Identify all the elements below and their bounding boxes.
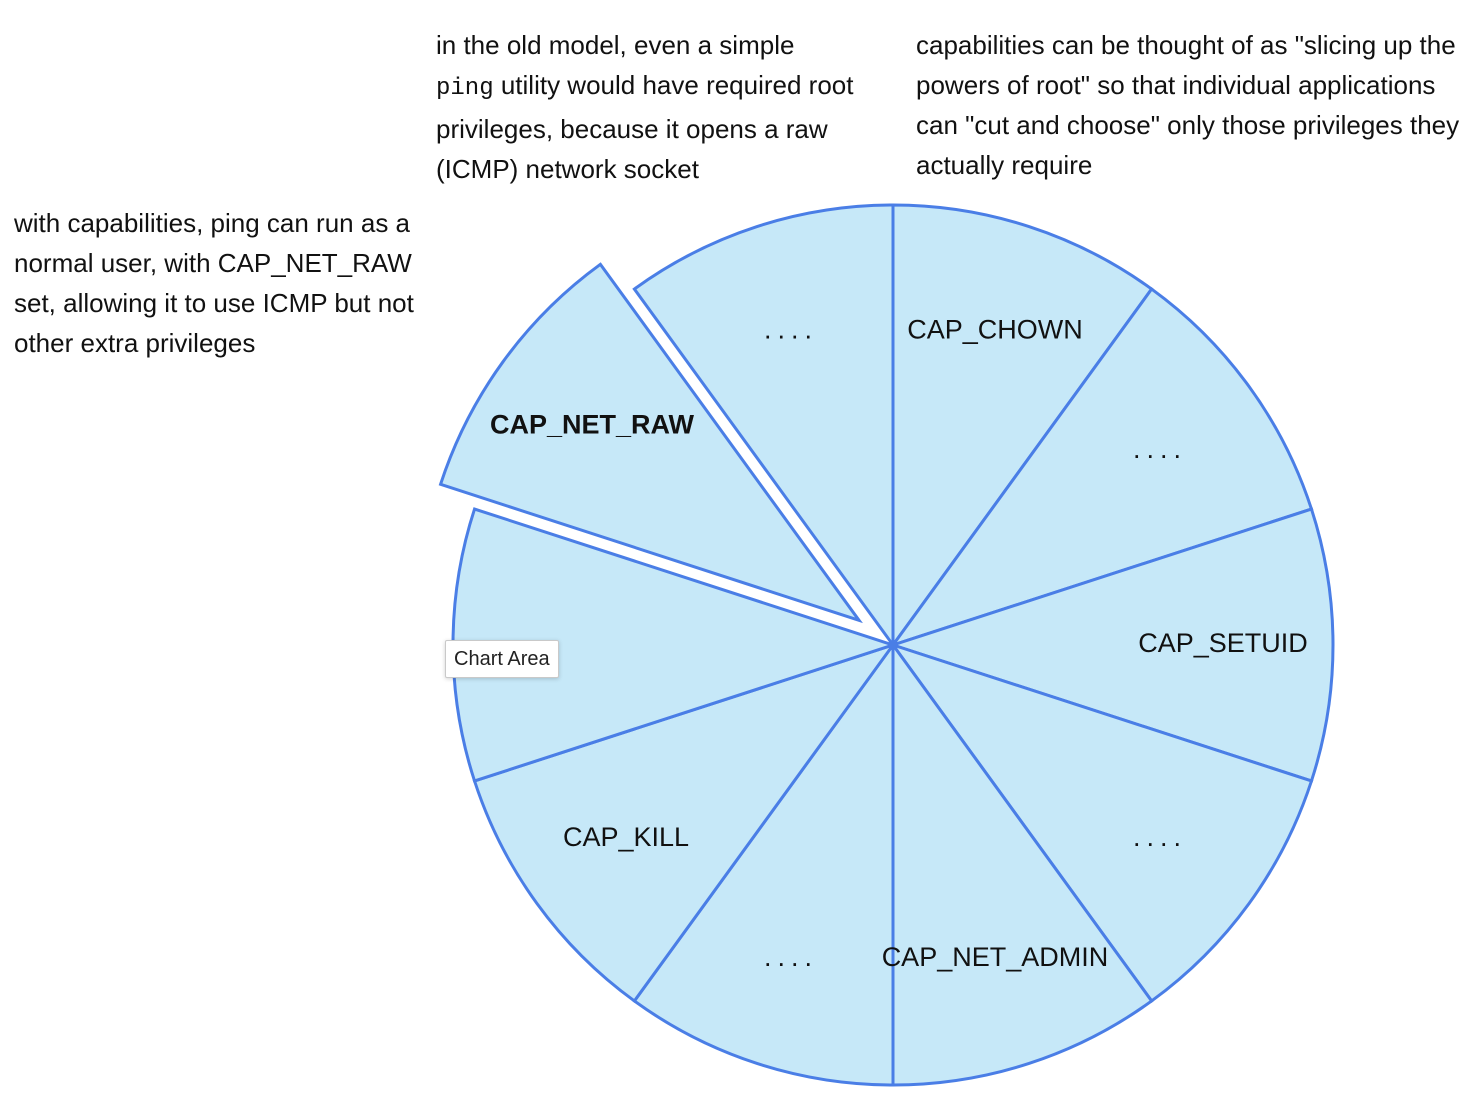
pie-slice-0[interactable]: [891, 203, 1154, 650]
slice-label-6: CAP_KILL: [563, 822, 689, 852]
slice-label-5: ....: [764, 942, 818, 972]
ping-code: ping: [436, 75, 494, 102]
pie-slice-4[interactable]: [891, 640, 1154, 1087]
slice-label-9: ....: [764, 314, 818, 344]
ping-capabilities-note: with capabilities, ping can run as a nor…: [14, 208, 414, 358]
chart-area-tooltip: Chart Area: [445, 640, 559, 678]
slice-label-2: CAP_SETUID: [1138, 628, 1308, 658]
old-model-note: in the old model, even a simple ping util…: [436, 25, 881, 189]
pie-slice-3[interactable]: [889, 642, 1314, 1004]
pie-slice-5[interactable]: [632, 640, 895, 1087]
old-model-note-start: in the old model, even a simple: [436, 30, 795, 60]
slice-label-0: CAP_CHOWN: [907, 314, 1083, 344]
slicing-note: capabilities can be thought of as "slici…: [916, 30, 1460, 180]
pie-slice-9[interactable]: [632, 203, 895, 650]
slice-label-1: ....: [1133, 434, 1187, 464]
pie-slice-8[interactable]: [438, 262, 863, 624]
pie-slice-6[interactable]: [472, 642, 897, 1004]
old-model-note-end: utility would have required root privile…: [436, 70, 854, 184]
slice-label-8: CAP_NET_RAW: [490, 409, 695, 439]
slice-label-3: ....: [1133, 822, 1187, 852]
pie-slice-2[interactable]: [888, 507, 1335, 783]
pie-slice-1[interactable]: [889, 286, 1314, 648]
slice-label-4: CAP_NET_ADMIN: [882, 942, 1109, 972]
